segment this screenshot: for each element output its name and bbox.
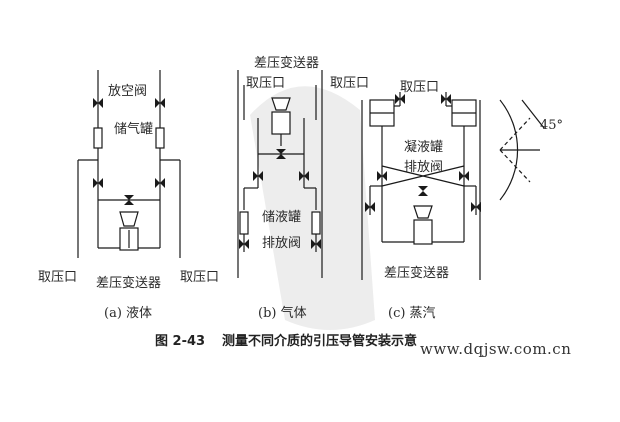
panel-a-storage-tank-label: 储气罐 [114, 122, 154, 137]
panel-b-tank-label: 储液罐 [262, 210, 302, 225]
panel-b-transmitter-label: 差压变送器 [254, 56, 320, 71]
panel-c-cond-tank-label: 凝液罐 [404, 140, 444, 155]
panel-b-drain-valve-label: 排放阀 [262, 236, 302, 251]
panel-c-tap-label: 取压口 [400, 80, 440, 95]
figure-number: 图 2-43 [155, 334, 206, 349]
panel-c-caption: (c) 蒸汽 [388, 306, 436, 321]
panel-a-tap-right-label: 取压口 [180, 270, 220, 285]
panel-a-caption: (a) 液体 [104, 306, 153, 321]
panel-b-tap-right-label: 取压口 [330, 76, 370, 91]
panel-c-transmitter-label: 差压变送器 [384, 266, 450, 281]
panel-c-drain-valve-label: 排放阀 [404, 160, 444, 175]
panel-b-caption: (b) 气体 [258, 306, 307, 321]
panel-c-balance-valve-icon [418, 186, 428, 196]
background-watermark-shape [250, 86, 375, 330]
panel-c-piping [361, 92, 545, 280]
panel-b-tap-left-label: 取压口 [246, 76, 286, 91]
watermark-url: www.dqjsw.com.cn [420, 340, 572, 358]
panel-a-vent-valve-label: 放空阀 [108, 84, 148, 99]
panel-a-tap-left-label: 取压口 [38, 270, 78, 285]
figure-title: 测量不同介质的引压导管安装示意 [222, 334, 418, 349]
panel-a-transmitter-label: 差压变送器 [96, 276, 162, 291]
panel-c-angle-label: 45° [540, 118, 564, 133]
